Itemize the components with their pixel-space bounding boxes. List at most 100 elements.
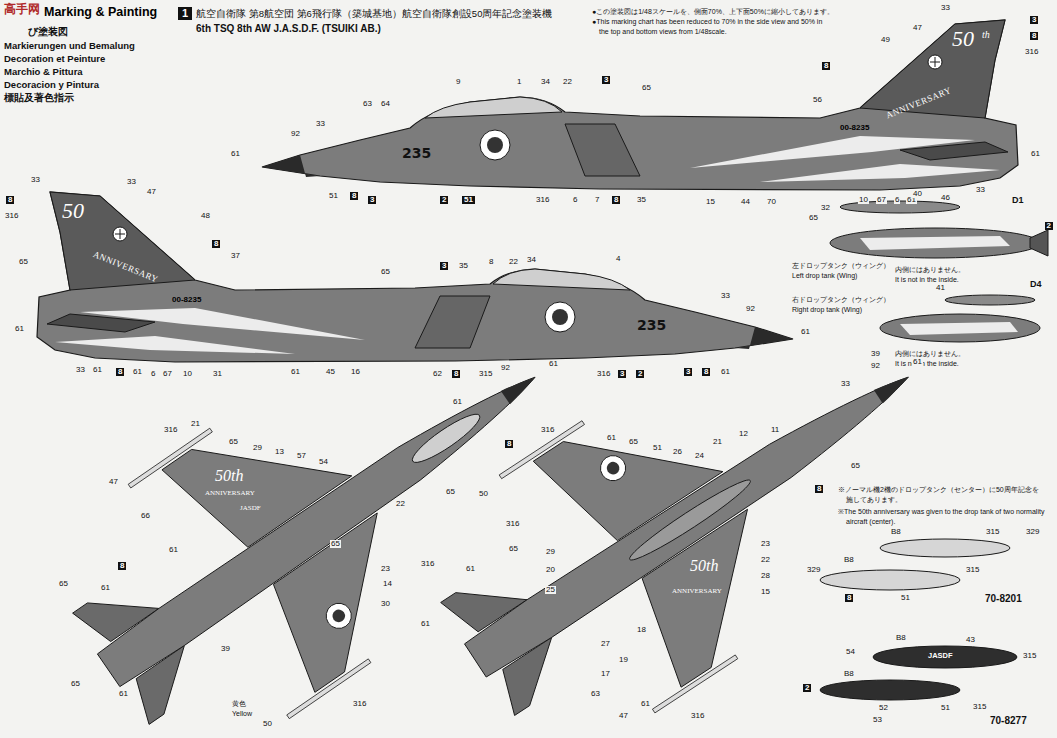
callout-number: 11 <box>770 426 780 434</box>
callout-number: 54 <box>318 458 329 466</box>
anniversary-marking: ANNIVERSARY <box>885 86 953 120</box>
callout-number: 8 <box>118 562 126 570</box>
callout-number: 49 <box>880 36 891 44</box>
drop-tank <box>1030 230 1048 256</box>
callout-number: 32 <box>820 204 831 212</box>
callout-number: 315 <box>985 528 1000 536</box>
callout-number: 315 <box>965 566 980 574</box>
note-text: 右ドロップタンク（ウィング） <box>792 296 890 303</box>
note-text: It is not in the inside. <box>895 360 959 367</box>
callout-number: 65 <box>330 540 341 548</box>
callout-number: 66 <box>140 512 151 520</box>
callout-number: 63 <box>362 100 373 108</box>
callout-number: 8 <box>212 240 220 248</box>
callout-number: 316 <box>596 370 611 378</box>
callout-number: 61 <box>720 368 731 376</box>
callout-number: 14 <box>382 580 393 588</box>
drop-tank <box>873 646 1017 668</box>
callout-number: 8 <box>350 192 358 200</box>
anniversary-marking: JASDF <box>240 505 261 512</box>
callout-number: 50 <box>478 490 489 498</box>
callout-number: 3 <box>684 368 692 376</box>
callout-number: 51 <box>328 192 339 200</box>
callout-number: 329 <box>1025 528 1040 536</box>
callout-number: 8 <box>488 258 494 266</box>
anniversary-marking: ANNIVERSARY <box>205 490 255 497</box>
callout-number: 316 <box>540 426 555 434</box>
aircraft-right-side <box>37 192 793 362</box>
callout-number: 61 <box>118 690 129 698</box>
callout-number: 92 <box>870 362 881 370</box>
callout-number: 65 <box>628 438 639 446</box>
callout-number: 3 <box>1030 16 1038 24</box>
callout-number: 33 <box>126 178 137 186</box>
note-text: Left drop tank (Wing) <box>792 272 857 279</box>
callout-number: 7 <box>594 196 600 204</box>
callout-number: B8 <box>843 670 855 678</box>
callout-number: 329 <box>806 566 821 574</box>
note-text: 黄色 <box>232 700 246 707</box>
callout-number: 65 <box>58 580 69 588</box>
callout-number: 34 <box>526 256 537 264</box>
note-text: the top and bottom views from 1/48scale. <box>599 28 727 35</box>
anniversary-marking: 50 <box>62 200 84 222</box>
drop-tank <box>945 295 1035 305</box>
callout-number: 70 <box>766 198 777 206</box>
callout-number: 45 <box>325 368 336 376</box>
callout-number: 27 <box>600 640 611 648</box>
callout-number: 10 <box>182 370 193 378</box>
callout-number: 28 <box>760 572 771 580</box>
callout-number: 61 <box>230 150 241 158</box>
callout-number: 61 <box>168 546 179 554</box>
callout-number: 8 <box>822 62 830 70</box>
callout-number: 33 <box>840 380 851 388</box>
drop-tank <box>830 228 1040 258</box>
anniversary-marking: th <box>982 30 990 40</box>
callout-number: 35 <box>636 196 647 204</box>
callout-number: 62 <box>432 370 443 378</box>
callout-number: 316 <box>4 212 19 220</box>
callout-number: 6 <box>572 196 578 204</box>
drop-tank <box>860 236 1010 250</box>
callout-number: 18 <box>636 626 647 634</box>
callout-number: 23 <box>760 540 771 548</box>
callout-number: 2 <box>636 370 644 378</box>
callout-number: 33 <box>75 366 86 374</box>
callout-number: B8 <box>890 528 902 536</box>
callout-number: 6 <box>894 196 900 204</box>
callout-number: 33 <box>975 186 986 194</box>
callout-number: 48 <box>200 212 211 220</box>
callout-number: 53 <box>872 716 883 724</box>
callout-number: 51 <box>462 196 475 204</box>
callout-number: 316 <box>352 700 367 708</box>
callout-number: 26 <box>672 448 683 456</box>
anniversary-marking: 50th <box>690 558 718 574</box>
heading-translation: Markierungen und Bemalung <box>4 41 135 51</box>
callout-number: 2 <box>440 196 448 204</box>
callout-number: 61 <box>640 700 651 708</box>
callout-number: 316 <box>163 426 178 434</box>
drop-tank <box>820 570 960 590</box>
callout-number: 47 <box>912 24 923 32</box>
callout-number: 23 <box>380 565 391 573</box>
callout-number: 6 <box>150 370 156 378</box>
aircraft-bottom-view <box>625 474 754 566</box>
callout-number: 64 <box>380 100 391 108</box>
callout-number: 2 <box>1045 222 1053 230</box>
drop-tank <box>880 539 1010 557</box>
callout-number: 8 <box>6 196 14 204</box>
aircraft-left-side <box>262 20 1018 190</box>
callout-number: 40 <box>912 190 923 198</box>
callout-number: 8 <box>815 485 823 493</box>
registration-marking: 00-8235 <box>172 296 201 304</box>
heading-translation: Decoration et Peinture <box>4 54 105 64</box>
callout-number: 9 <box>455 78 461 86</box>
callout-number: 8 <box>1030 32 1038 40</box>
section-number: 1 <box>178 7 192 20</box>
callout-number: 15 <box>705 198 716 206</box>
callout-number: 65 <box>70 680 81 688</box>
callout-number: 31 <box>212 370 223 378</box>
aircraft-bottom-view <box>604 459 621 476</box>
anniversary-marking: ANNIVERSARY <box>672 588 722 595</box>
callout-number: 33 <box>940 4 951 12</box>
